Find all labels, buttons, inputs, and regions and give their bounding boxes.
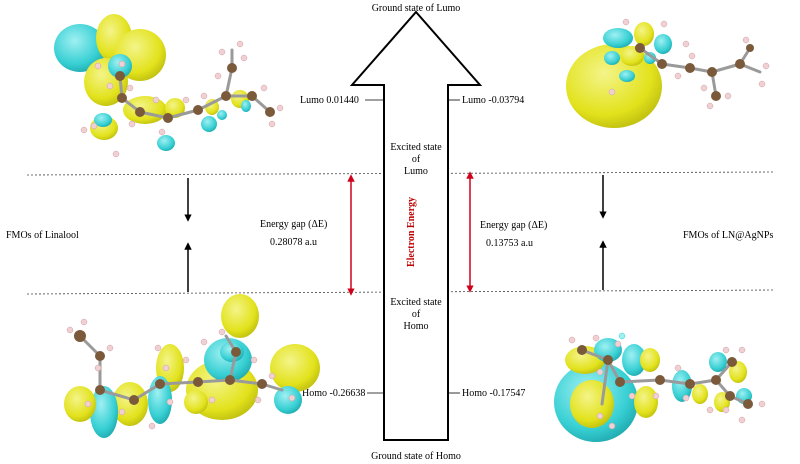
lnagnps-lumo-orbital <box>566 18 770 128</box>
electron-energy-label: Electron Energy <box>406 197 417 267</box>
left-energy-gap-value: 0.28078 a.u <box>270 237 317 248</box>
excited-lumo-line3: Lumo <box>404 166 428 177</box>
excited-lumo-line1: Excited state <box>390 142 442 153</box>
lnagnps-homo-orbital <box>554 332 766 442</box>
left-lumo-value: Lumo 0.01440 <box>300 95 359 106</box>
ground-state-homo-label: Ground state of Homo <box>371 451 461 462</box>
right-lumo-value: Lumo -0.03794 <box>462 95 524 106</box>
linalool-homo-orbital <box>64 294 320 438</box>
right-homo-value: Homo -0.17547 <box>462 388 525 399</box>
right-energy-gap-value: 0.13753 a.u <box>486 238 533 249</box>
excited-homo-line2: of <box>412 309 421 320</box>
linalool-lumo-orbital <box>54 14 284 158</box>
right-energy-gap-label: Energy gap (ΔE) <box>480 220 547 231</box>
excited-homo-line1: Excited state <box>390 297 442 308</box>
left-energy-gap-label: Energy gap (ΔE) <box>260 219 327 230</box>
left-fmo-title: FMOs of Linalool <box>6 230 79 241</box>
left-homo-value: Homo -0.26638 <box>302 388 365 399</box>
electron-energy-arrow <box>349 10 483 441</box>
ground-state-lumo-label: Ground state of Lumo <box>372 3 461 14</box>
right-fmo-title: FMOs of LN@AgNPs <box>683 230 773 241</box>
excited-lumo-line2: of <box>412 154 421 165</box>
excited-homo-line3: Homo <box>404 321 429 332</box>
